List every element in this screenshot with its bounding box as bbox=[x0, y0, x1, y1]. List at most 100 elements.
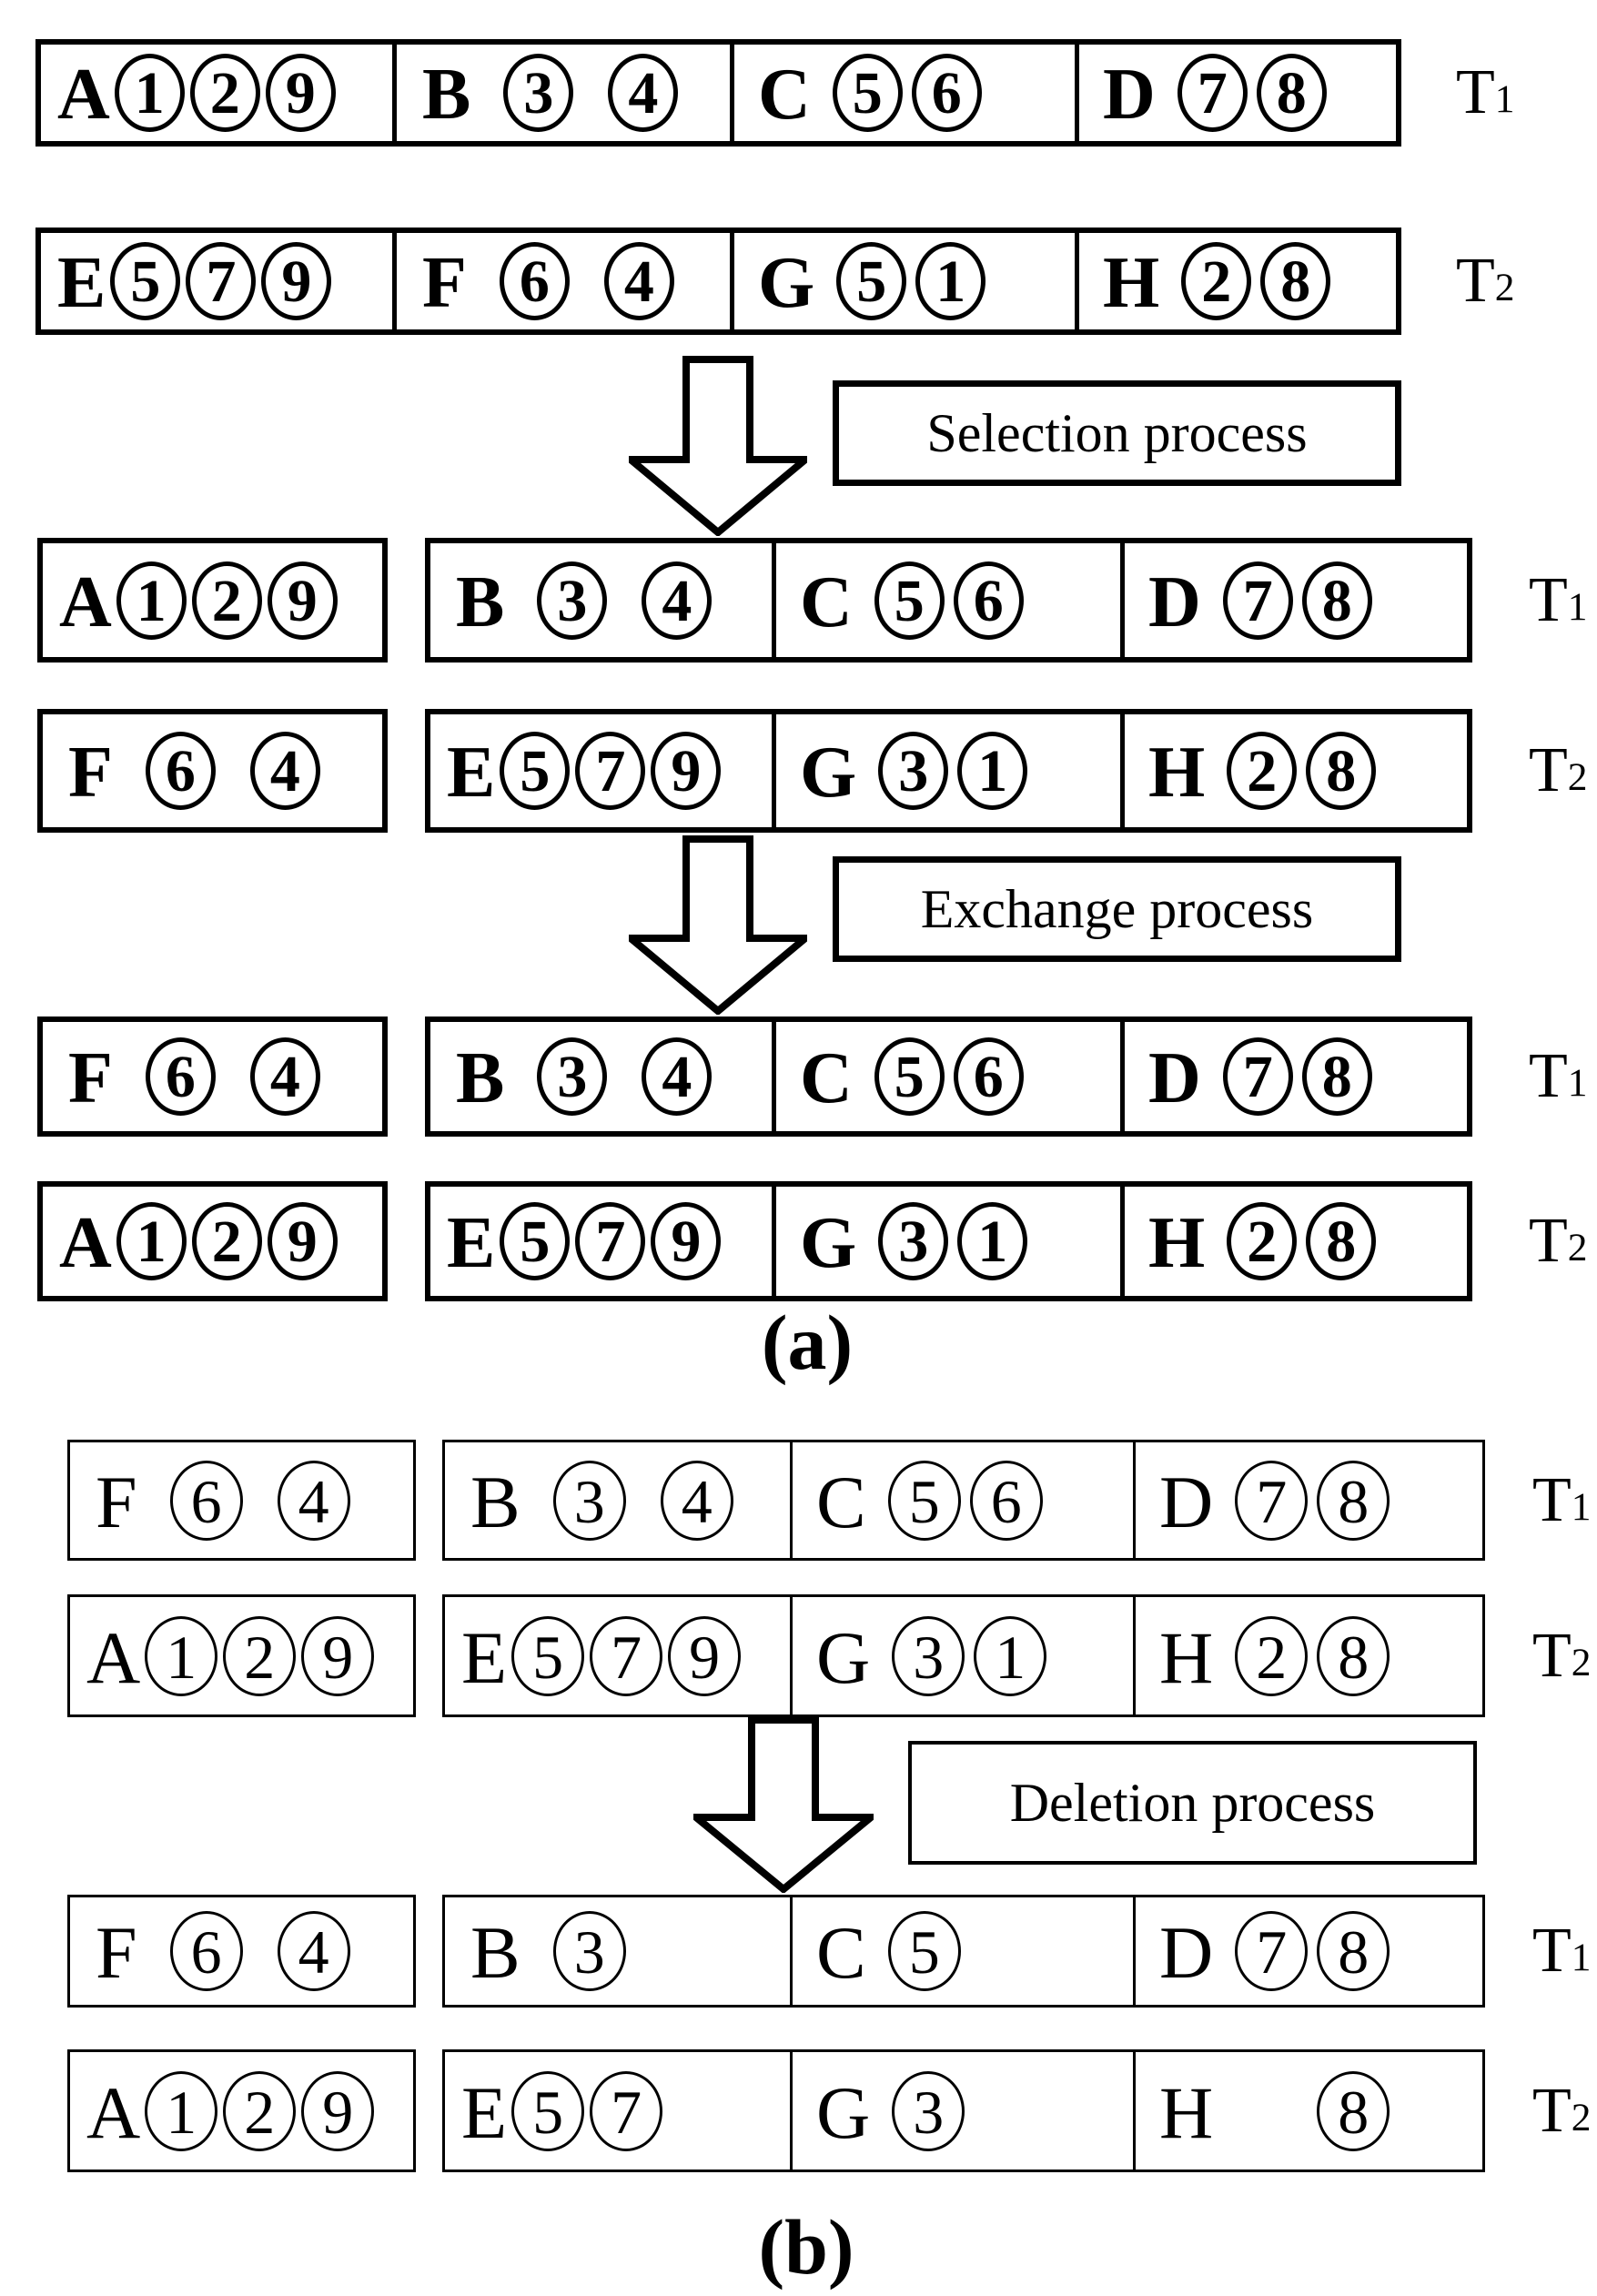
customer-node: 8 bbox=[1317, 2070, 1390, 2151]
trip-letter: F bbox=[68, 733, 113, 813]
customer-node: 7 bbox=[575, 732, 646, 810]
customer-node: 2 bbox=[191, 1202, 262, 1280]
customer-node: 5 bbox=[887, 1460, 961, 1541]
customer-node: 2 bbox=[1181, 242, 1252, 320]
trip-letter: G bbox=[816, 2070, 871, 2154]
customer-node: 5 bbox=[500, 732, 571, 810]
customer-node: 1 bbox=[145, 1615, 218, 1696]
tour-label-subscript: 2 bbox=[1571, 1640, 1592, 1684]
customer-node: 4 bbox=[249, 732, 320, 810]
customer-node: 2 bbox=[1227, 1202, 1298, 1280]
trip-letter: C bbox=[758, 55, 811, 135]
trip-letter: A bbox=[59, 561, 112, 642]
customer-node: 8 bbox=[1306, 732, 1377, 810]
customer-node: 5 bbox=[511, 1615, 585, 1696]
customer-node: 5 bbox=[500, 1202, 571, 1280]
customer-node: 1 bbox=[957, 732, 1028, 810]
trip-letter: H bbox=[1159, 1615, 1214, 1699]
tour-label-subscript: 2 bbox=[1571, 2095, 1592, 2139]
customer-node: 9 bbox=[267, 561, 338, 640]
customer-node: 8 bbox=[1301, 561, 1372, 640]
trip-letter: B bbox=[422, 55, 471, 135]
customer-node: 8 bbox=[1256, 54, 1327, 132]
trip-letter: G bbox=[758, 243, 815, 323]
customer-node: 8 bbox=[1317, 1615, 1390, 1696]
customer-node: 4 bbox=[660, 1460, 733, 1541]
tour-label-subscript: 2 bbox=[1567, 1226, 1588, 1270]
trip-letter: C bbox=[816, 1460, 866, 1543]
customer-node: 5 bbox=[110, 242, 181, 320]
customer-node: 3 bbox=[552, 1460, 626, 1541]
customer-node: 9 bbox=[267, 1202, 338, 1280]
customer-node: 3 bbox=[552, 1911, 626, 1991]
tour-label-base: T bbox=[1529, 735, 1568, 805]
tour-label-base: T bbox=[1529, 1206, 1568, 1276]
customer-node: 9 bbox=[261, 242, 332, 320]
caption-b: (b) bbox=[758, 2203, 854, 2291]
customer-node: 5 bbox=[832, 54, 903, 132]
customer-node: 8 bbox=[1260, 242, 1331, 320]
down-arrow-icon bbox=[629, 835, 807, 1015]
down-arrow-icon bbox=[693, 1716, 874, 1893]
customer-node: 7 bbox=[186, 242, 257, 320]
trip-letter: D bbox=[1148, 1038, 1201, 1118]
customer-node: 3 bbox=[892, 1615, 965, 1696]
trip-letter: E bbox=[447, 1203, 496, 1283]
trip-letter: C bbox=[816, 1911, 866, 1994]
customer-node: 1 bbox=[915, 242, 986, 320]
trip-letter: G bbox=[800, 1203, 857, 1283]
tour-label-base: T bbox=[1529, 1041, 1568, 1111]
customer-node: 7 bbox=[1235, 1911, 1309, 1991]
trip-letter: D bbox=[1159, 1460, 1214, 1543]
customer-node: 1 bbox=[116, 561, 187, 640]
customer-node: 8 bbox=[1317, 1911, 1390, 1991]
customer-node: 7 bbox=[1222, 561, 1293, 640]
process-label: Deletion process bbox=[1009, 1773, 1376, 1833]
trip-letter: A bbox=[86, 2070, 141, 2154]
trip-letter: H bbox=[1148, 1203, 1206, 1283]
customer-node: 9 bbox=[651, 1202, 722, 1280]
trip-letter: H bbox=[1103, 243, 1160, 323]
trip-letter: B bbox=[456, 1038, 505, 1118]
customer-node: 7 bbox=[590, 2070, 663, 2151]
customer-node: 1 bbox=[114, 54, 185, 132]
customer-node: 4 bbox=[277, 1460, 350, 1541]
customer-node: 3 bbox=[503, 54, 574, 132]
customer-node: 6 bbox=[145, 732, 216, 810]
